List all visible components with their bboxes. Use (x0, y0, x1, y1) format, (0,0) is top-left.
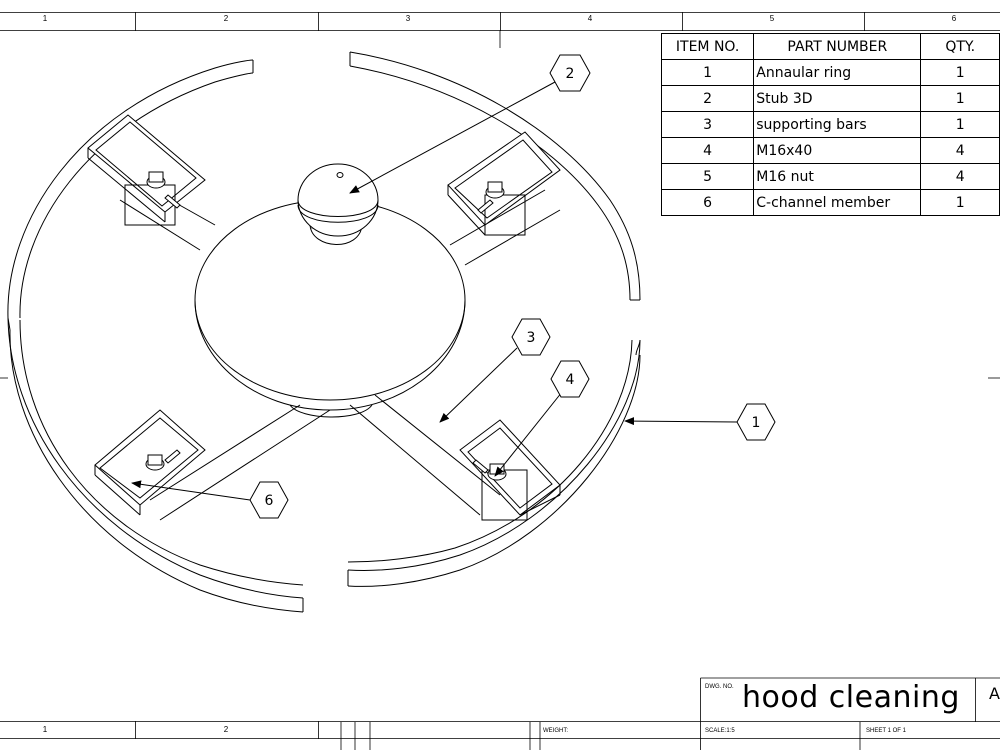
header-item-no: ITEM NO. (660, 33, 755, 60)
part-number-cell: Annaular ring (753, 59, 922, 86)
item-no-cell: 6 (660, 189, 755, 216)
sheet-border (0, 12, 1000, 739)
weight-label: WEIGHT: (543, 728, 568, 734)
table-row: 4 M16x40 4 (660, 137, 1000, 164)
item-no-cell: 2 (660, 85, 755, 112)
c-channel-bracket-top-right (447, 131, 561, 236)
center-plate (194, 199, 466, 418)
title-block-frame (340, 677, 1000, 750)
item-no-cell: 5 (660, 163, 755, 190)
bill-of-materials-table: ITEM NO. PART NUMBER QTY. 1 Annaular rin… (660, 33, 1000, 216)
c-channel-bracket-bottom-left (94, 409, 206, 516)
qty-cell: 1 (920, 111, 1000, 138)
balloon-3: 3 (511, 318, 551, 356)
qty-cell: 4 (920, 163, 1000, 190)
item-no-cell: 4 (660, 137, 755, 164)
part-number-cell: supporting bars (753, 111, 922, 138)
item-no-cell: 1 (660, 59, 755, 86)
balloon-label: 1 (752, 415, 761, 431)
part-number-cell: Stub 3D (753, 85, 922, 112)
zone-label-top: 3 (405, 14, 411, 23)
zone-label-top: 6 (951, 14, 957, 23)
balloon-label: 4 (566, 372, 575, 388)
part-number-cell: C-channel member (753, 189, 922, 216)
zone-label-top: 4 (587, 14, 593, 23)
balloon-6: 6 (249, 481, 289, 519)
zone-label-top: 5 (769, 14, 775, 23)
balloon-label: 2 (566, 66, 575, 82)
sheet-number-label: SHEET 1 OF 1 (866, 728, 906, 734)
item-no-cell: 3 (660, 111, 755, 138)
table-header-row: ITEM NO. PART NUMBER QTY. (660, 33, 1000, 60)
balloon-label: 6 (265, 493, 274, 509)
table-row: 2 Stub 3D 1 (660, 85, 1000, 112)
balloon-4: 4 (550, 360, 590, 398)
leader-line-6 (131, 480, 251, 501)
leader-line-1 (624, 417, 738, 426)
table-row: 6 C-channel member 1 (660, 189, 1000, 216)
balloon-label: 3 (527, 330, 536, 346)
qty-cell: 4 (920, 137, 1000, 164)
zone-label-bottom: 2 (223, 725, 229, 734)
balloon-2: 2 (549, 54, 591, 92)
zone-label-bottom: 1 (42, 725, 48, 734)
c-channel-bracket-bottom-right (459, 419, 561, 521)
part-number-cell: M16x40 (753, 137, 922, 164)
leader-line-3 (439, 347, 518, 423)
table-row: 3 supporting bars 1 (660, 111, 1000, 138)
part-number-cell: M16 nut (753, 163, 922, 190)
leader-lines (131, 81, 738, 501)
zone-label-top: 1 (42, 14, 48, 23)
table-row: 5 M16 nut 4 (660, 163, 1000, 190)
c-channel-bracket-top-left (87, 114, 206, 226)
stub-3d (297, 163, 379, 245)
qty-cell: 1 (920, 189, 1000, 216)
dwg-no-label: DWG. NO. (705, 684, 734, 690)
header-part-number: PART NUMBER (753, 33, 922, 60)
sheet-size: A (989, 684, 1000, 703)
leader-line-4 (494, 391, 563, 477)
table-row: 1 Annaular ring 1 (660, 59, 1000, 86)
qty-cell: 1 (920, 85, 1000, 112)
qty-cell: 1 (920, 59, 1000, 86)
scale-label: SCALE:1:5 (705, 728, 735, 734)
leader-line-2 (349, 81, 556, 194)
header-qty: QTY. (920, 33, 1000, 60)
balloon-1: 1 (736, 403, 776, 441)
zone-label-top: 2 (223, 14, 229, 23)
drawing-title: hood cleaning (742, 680, 960, 715)
